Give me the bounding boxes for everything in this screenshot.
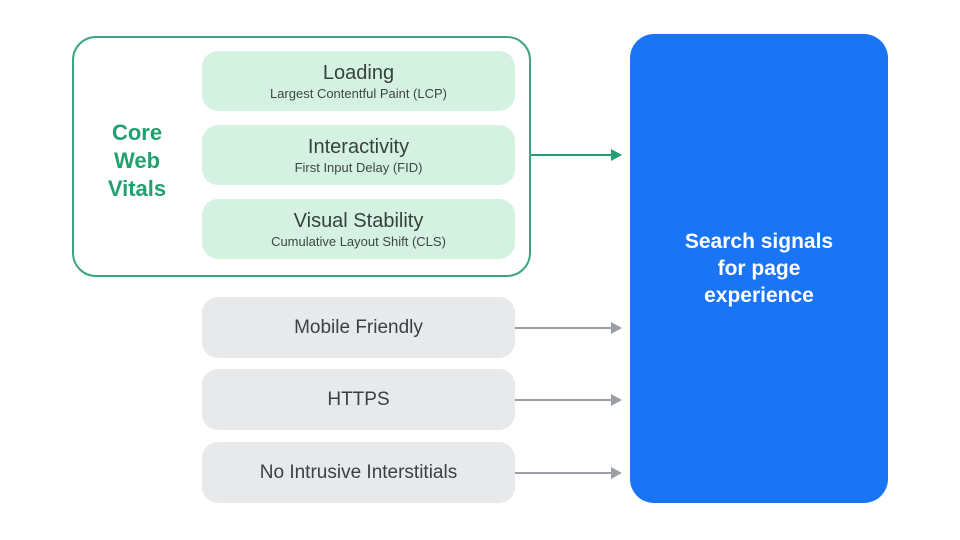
vital-subtitle-fid: First Input Delay (FID) [294, 159, 423, 175]
signal-pill-no-intrusive-interstitials: No Intrusive Interstitials [202, 442, 515, 503]
https-arrow-icon [515, 394, 622, 406]
signal-label-mobile-friendly: Mobile Friendly [294, 316, 423, 338]
vital-subtitle-cls: Cumulative Layout Shift (CLS) [271, 233, 446, 249]
vital-title-interactivity: Interactivity [307, 135, 410, 158]
cwv-to-panel-arrow-icon [531, 149, 622, 161]
interstitials-arrow-icon [515, 467, 622, 479]
signal-label-no-intrusive-interstitials: No Intrusive Interstitials [259, 461, 458, 483]
vital-pill-loading: Loading Largest Contentful Paint (LCP) [202, 51, 515, 111]
vital-subtitle-lcp: Largest Contentful Paint (LCP) [269, 85, 448, 101]
search-signals-panel-title: Search signals for page experience [684, 230, 834, 307]
search-signals-panel: Search signals for page experience [630, 34, 888, 503]
vital-title-loading: Loading [322, 61, 395, 84]
vital-pill-interactivity: Interactivity First Input Delay (FID) [202, 125, 515, 185]
mobile-friendly-arrow-icon [515, 322, 622, 334]
vital-title-visual-stability: Visual Stability [293, 209, 424, 232]
core-web-vitals-label: Core Web Vitals [107, 120, 167, 201]
vital-pill-visual-stability: Visual Stability Cumulative Layout Shift… [202, 199, 515, 259]
signal-label-https: HTTPS [327, 388, 390, 410]
signal-pill-https: HTTPS [202, 369, 515, 430]
signal-pill-mobile-friendly: Mobile Friendly [202, 297, 515, 358]
core-web-vitals-group-box [72, 36, 531, 277]
